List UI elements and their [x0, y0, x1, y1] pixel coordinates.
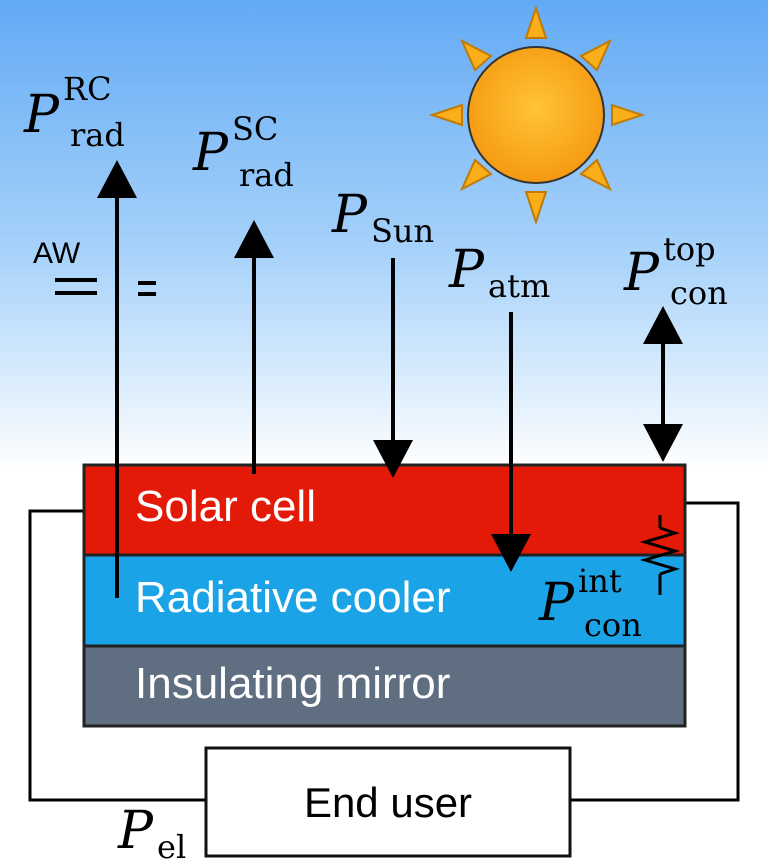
solar-cell-layer	[82, 463, 687, 557]
resistor-icon	[639, 515, 681, 595]
insulating-mirror-layer	[82, 644, 687, 728]
aw-label: AW	[33, 237, 81, 270]
equals-sign-left	[55, 278, 97, 295]
equals-sign-small	[138, 281, 156, 296]
radiative-cooler-label: Radiative cooler	[135, 573, 451, 622]
solar-cell-label: Solar cell	[135, 482, 316, 531]
wire-right	[570, 501, 740, 802]
sky-background	[0, 0, 768, 470]
sun-icon	[428, 4, 646, 226]
insulating-mirror-label: Insulating mirror	[135, 659, 450, 708]
end-user-box	[204, 746, 572, 858]
radiative-cooler-layer	[82, 553, 687, 648]
layer-stack: Solar cell Radiative cooler Insulating m…	[82, 463, 687, 728]
end-user-label: End user	[304, 779, 472, 826]
wire-left	[28, 509, 206, 802]
